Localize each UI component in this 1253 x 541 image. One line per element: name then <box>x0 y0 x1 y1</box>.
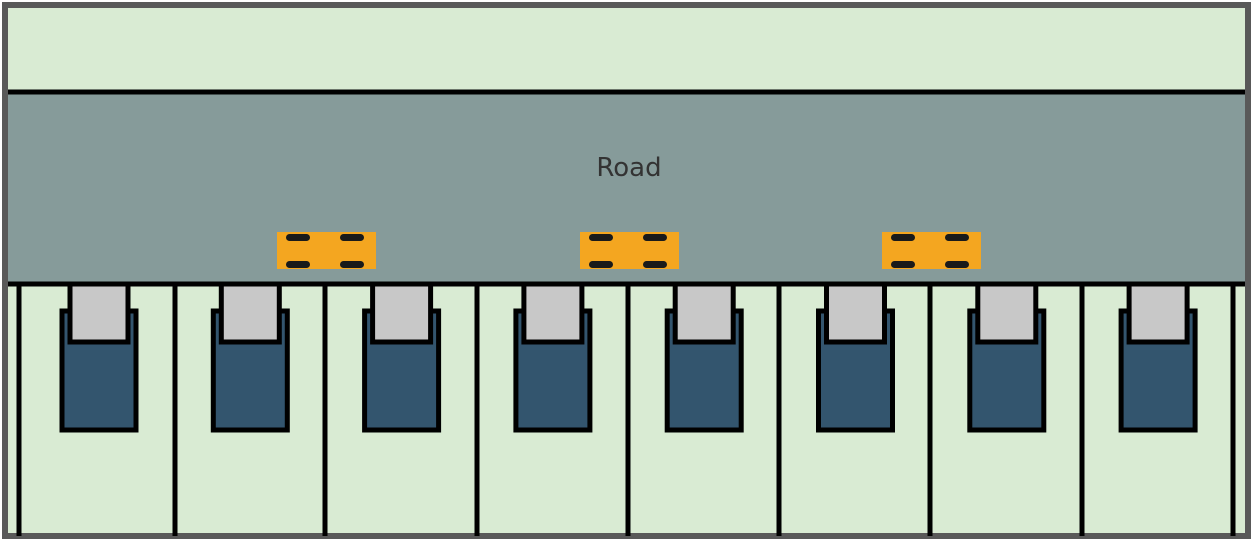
car-wheel <box>945 261 969 268</box>
car-wheel <box>945 234 969 241</box>
road-label: Road <box>596 153 661 183</box>
car-1 <box>277 232 376 269</box>
garage-door <box>521 281 585 345</box>
garage-door <box>67 281 131 345</box>
car-wheel <box>643 234 667 241</box>
car-2 <box>580 232 679 269</box>
lot-5 <box>664 281 744 433</box>
car-wheel <box>589 261 613 268</box>
garage-door <box>672 281 736 345</box>
cars-group <box>277 232 981 269</box>
garage-door <box>975 281 1039 345</box>
lot-1 <box>59 281 139 433</box>
car-wheel <box>589 234 613 241</box>
car-3 <box>882 232 981 269</box>
lot-6 <box>816 281 895 433</box>
garage-door <box>1126 281 1190 345</box>
lot-8 <box>1118 281 1198 433</box>
car-wheel <box>340 234 364 241</box>
garage-door <box>370 281 434 345</box>
lot-2 <box>210 281 290 433</box>
top-grass-strip <box>8 8 1245 91</box>
car-wheel <box>891 261 915 268</box>
car-wheel <box>286 261 310 268</box>
lot-4 <box>513 281 593 433</box>
lot-7 <box>967 281 1047 433</box>
garage-door <box>824 281 887 345</box>
garage-door <box>218 281 282 345</box>
car-wheel <box>643 261 667 268</box>
lot-3 <box>362 281 442 433</box>
car-wheel <box>286 234 310 241</box>
car-wheel <box>340 261 364 268</box>
lots-group <box>16 281 1236 536</box>
car-wheel <box>891 234 915 241</box>
